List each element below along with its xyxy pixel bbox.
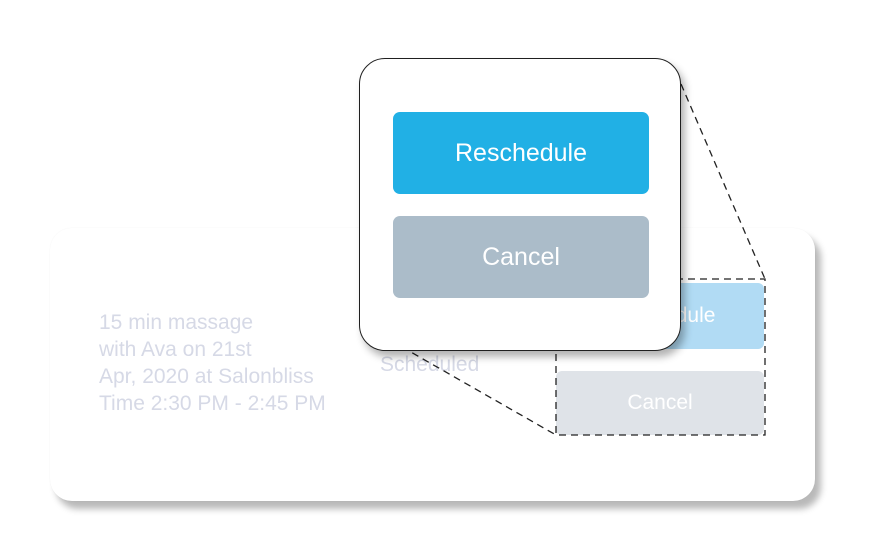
appointment-staff-line: with Ava on 21st bbox=[99, 338, 252, 361]
action-popover: Reschedule Cancel bbox=[359, 58, 681, 351]
appointment-date-line: Apr, 2020 at Salonbliss bbox=[99, 365, 314, 388]
cancel-button[interactable]: Cancel bbox=[393, 216, 649, 298]
appointment-time-line: Time 2:30 PM - 2:45 PM bbox=[99, 392, 326, 415]
card-cancel-button[interactable]: Cancel bbox=[556, 371, 764, 435]
reschedule-button[interactable]: Reschedule bbox=[393, 112, 649, 194]
card-cancel-label: Cancel bbox=[627, 391, 693, 414]
status-label: Scheduled bbox=[380, 353, 480, 376]
reschedule-label: Reschedule bbox=[454, 138, 588, 167]
cancel-label: Cancel bbox=[482, 242, 560, 271]
appointment-service-line: 15 min massage bbox=[99, 311, 254, 334]
appointment-details: 15 min massage with Ava on 21st Apr, 202… bbox=[99, 309, 369, 417]
